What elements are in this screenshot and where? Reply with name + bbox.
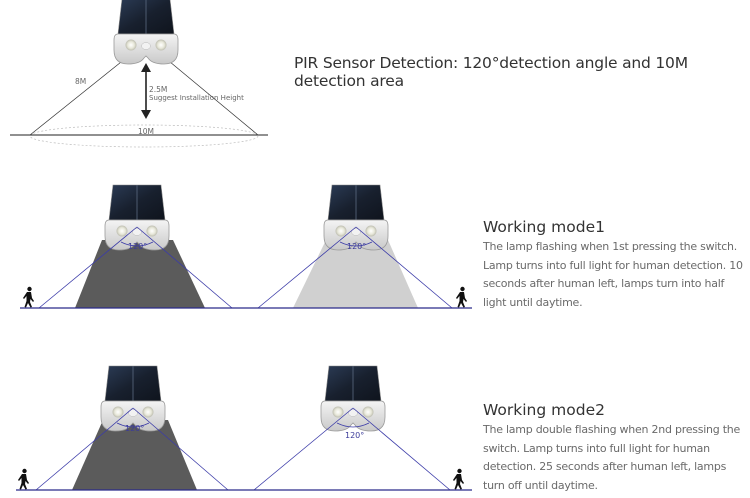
angle-label: 120° bbox=[128, 242, 147, 251]
arrow-down-icon bbox=[141, 110, 151, 119]
detection-line bbox=[355, 226, 453, 309]
working-mode2-block: Working mode2 The lamp double flashing w… bbox=[483, 401, 745, 495]
walking-person-icon bbox=[456, 286, 467, 308]
arrow-up-icon bbox=[141, 63, 151, 72]
working-mode1-title: Working mode1 bbox=[483, 218, 605, 236]
angle-arc bbox=[339, 241, 373, 247]
detection-line bbox=[257, 226, 357, 309]
walking-person-icon bbox=[18, 468, 29, 490]
detection-line bbox=[35, 407, 134, 491]
mode2-diagram: 120° 120° bbox=[16, 365, 472, 491]
working-mode1-description: The lamp flashing when 1st pressing the … bbox=[483, 240, 743, 309]
walking-person-icon bbox=[453, 468, 464, 490]
walking-person-icon bbox=[23, 286, 34, 308]
detection-line bbox=[132, 407, 229, 491]
height-caption-label: Suggest Installation Height bbox=[149, 94, 244, 102]
detection-line bbox=[352, 407, 451, 491]
half-light-beam bbox=[293, 240, 418, 308]
angle-arc bbox=[120, 241, 154, 247]
angle-label: 120° bbox=[125, 424, 144, 433]
working-mode2-title: Working mode2 bbox=[483, 401, 605, 419]
solar-lamp-icon bbox=[100, 365, 166, 432]
detection-line bbox=[38, 226, 138, 309]
height-value-label: 2.5M bbox=[149, 85, 167, 94]
angle-arc bbox=[116, 422, 150, 428]
working-mode1-block: Working mode1 The lamp flashing when 1st… bbox=[483, 218, 745, 312]
detection-line bbox=[253, 407, 354, 491]
solar-lamp-icon bbox=[320, 365, 386, 432]
detection-line bbox=[136, 226, 233, 309]
detection-width-label: 10M bbox=[138, 127, 154, 136]
full-light-beam bbox=[72, 420, 197, 490]
detection-area-ellipse bbox=[29, 124, 259, 148]
working-mode2-description: The lamp double flashing when 2nd pressi… bbox=[483, 423, 741, 492]
solar-lamp-icon bbox=[113, 0, 179, 65]
mode1-diagram: 120° 120° bbox=[20, 184, 472, 309]
angle-arc bbox=[336, 422, 370, 428]
slant-distance-label: 8M bbox=[75, 77, 86, 86]
solar-lamp-icon bbox=[323, 184, 389, 251]
solar-lamp-icon bbox=[104, 184, 170, 251]
angle-label: 120° bbox=[347, 242, 366, 251]
pir-sensor-heading: PIR Sensor Detection: 120°detection angl… bbox=[294, 54, 688, 90]
pir-diagram: 8M 2.5M Suggest Installation Height 10M bbox=[10, 0, 268, 148]
angle-label: 120° bbox=[345, 431, 364, 440]
